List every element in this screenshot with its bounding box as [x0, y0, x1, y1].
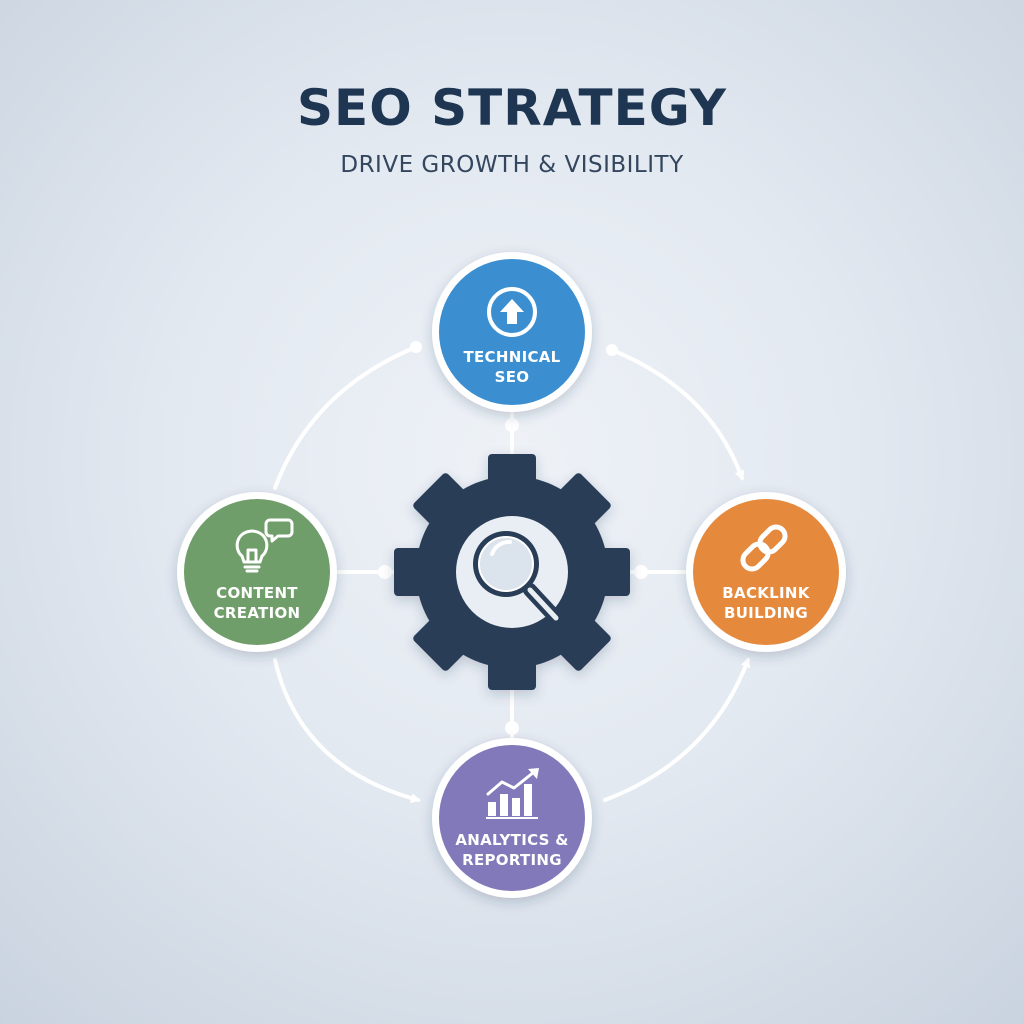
upload-arrow-icon	[487, 287, 537, 337]
arc-backlink-to-analytics	[603, 657, 751, 802]
cycle-arrows	[273, 345, 751, 803]
node-technical-seo-fill	[439, 259, 585, 405]
arc-dot-technical-backlink	[606, 344, 618, 356]
node-backlink-building-label-1: BACKLINK	[722, 584, 810, 602]
node-backlink-building-label-2: BUILDING	[724, 604, 808, 622]
node-technical-seo	[432, 252, 592, 412]
bar-chart-trend-icon	[486, 768, 539, 819]
spoke-dots	[378, 418, 648, 735]
node-content-creation-label-2: CREATION	[214, 604, 301, 622]
node-technical-seo-label-2: SEO	[495, 368, 530, 386]
arc-technical-to-backlink	[610, 348, 745, 481]
lightbulb-chat-icon	[235, 518, 294, 573]
header: SEO STRATEGY DRIVE GROWTH & VISIBILITY	[0, 78, 1024, 178]
node-content-creation-label-1: CONTENT	[216, 584, 298, 602]
node-backlink-building	[686, 492, 846, 652]
node-analytics-reporting-label-1: ANALYTICS &	[455, 831, 568, 849]
page-title: SEO STRATEGY	[297, 79, 727, 137]
arc-analytics-to-content	[273, 658, 421, 803]
node-technical-seo-label-1: TECHNICAL	[463, 348, 560, 366]
arc-dot-content-technical	[410, 341, 422, 353]
page-subtitle: DRIVE GROWTH & VISIBILITY	[340, 152, 684, 178]
node-analytics-reporting-label-2: REPORTING	[462, 851, 562, 869]
chain-link-icon	[740, 524, 788, 572]
arc-content-to-technical	[273, 345, 418, 490]
node-backlink-building-fill	[693, 499, 839, 645]
gear-magnifier-icon	[394, 454, 630, 690]
